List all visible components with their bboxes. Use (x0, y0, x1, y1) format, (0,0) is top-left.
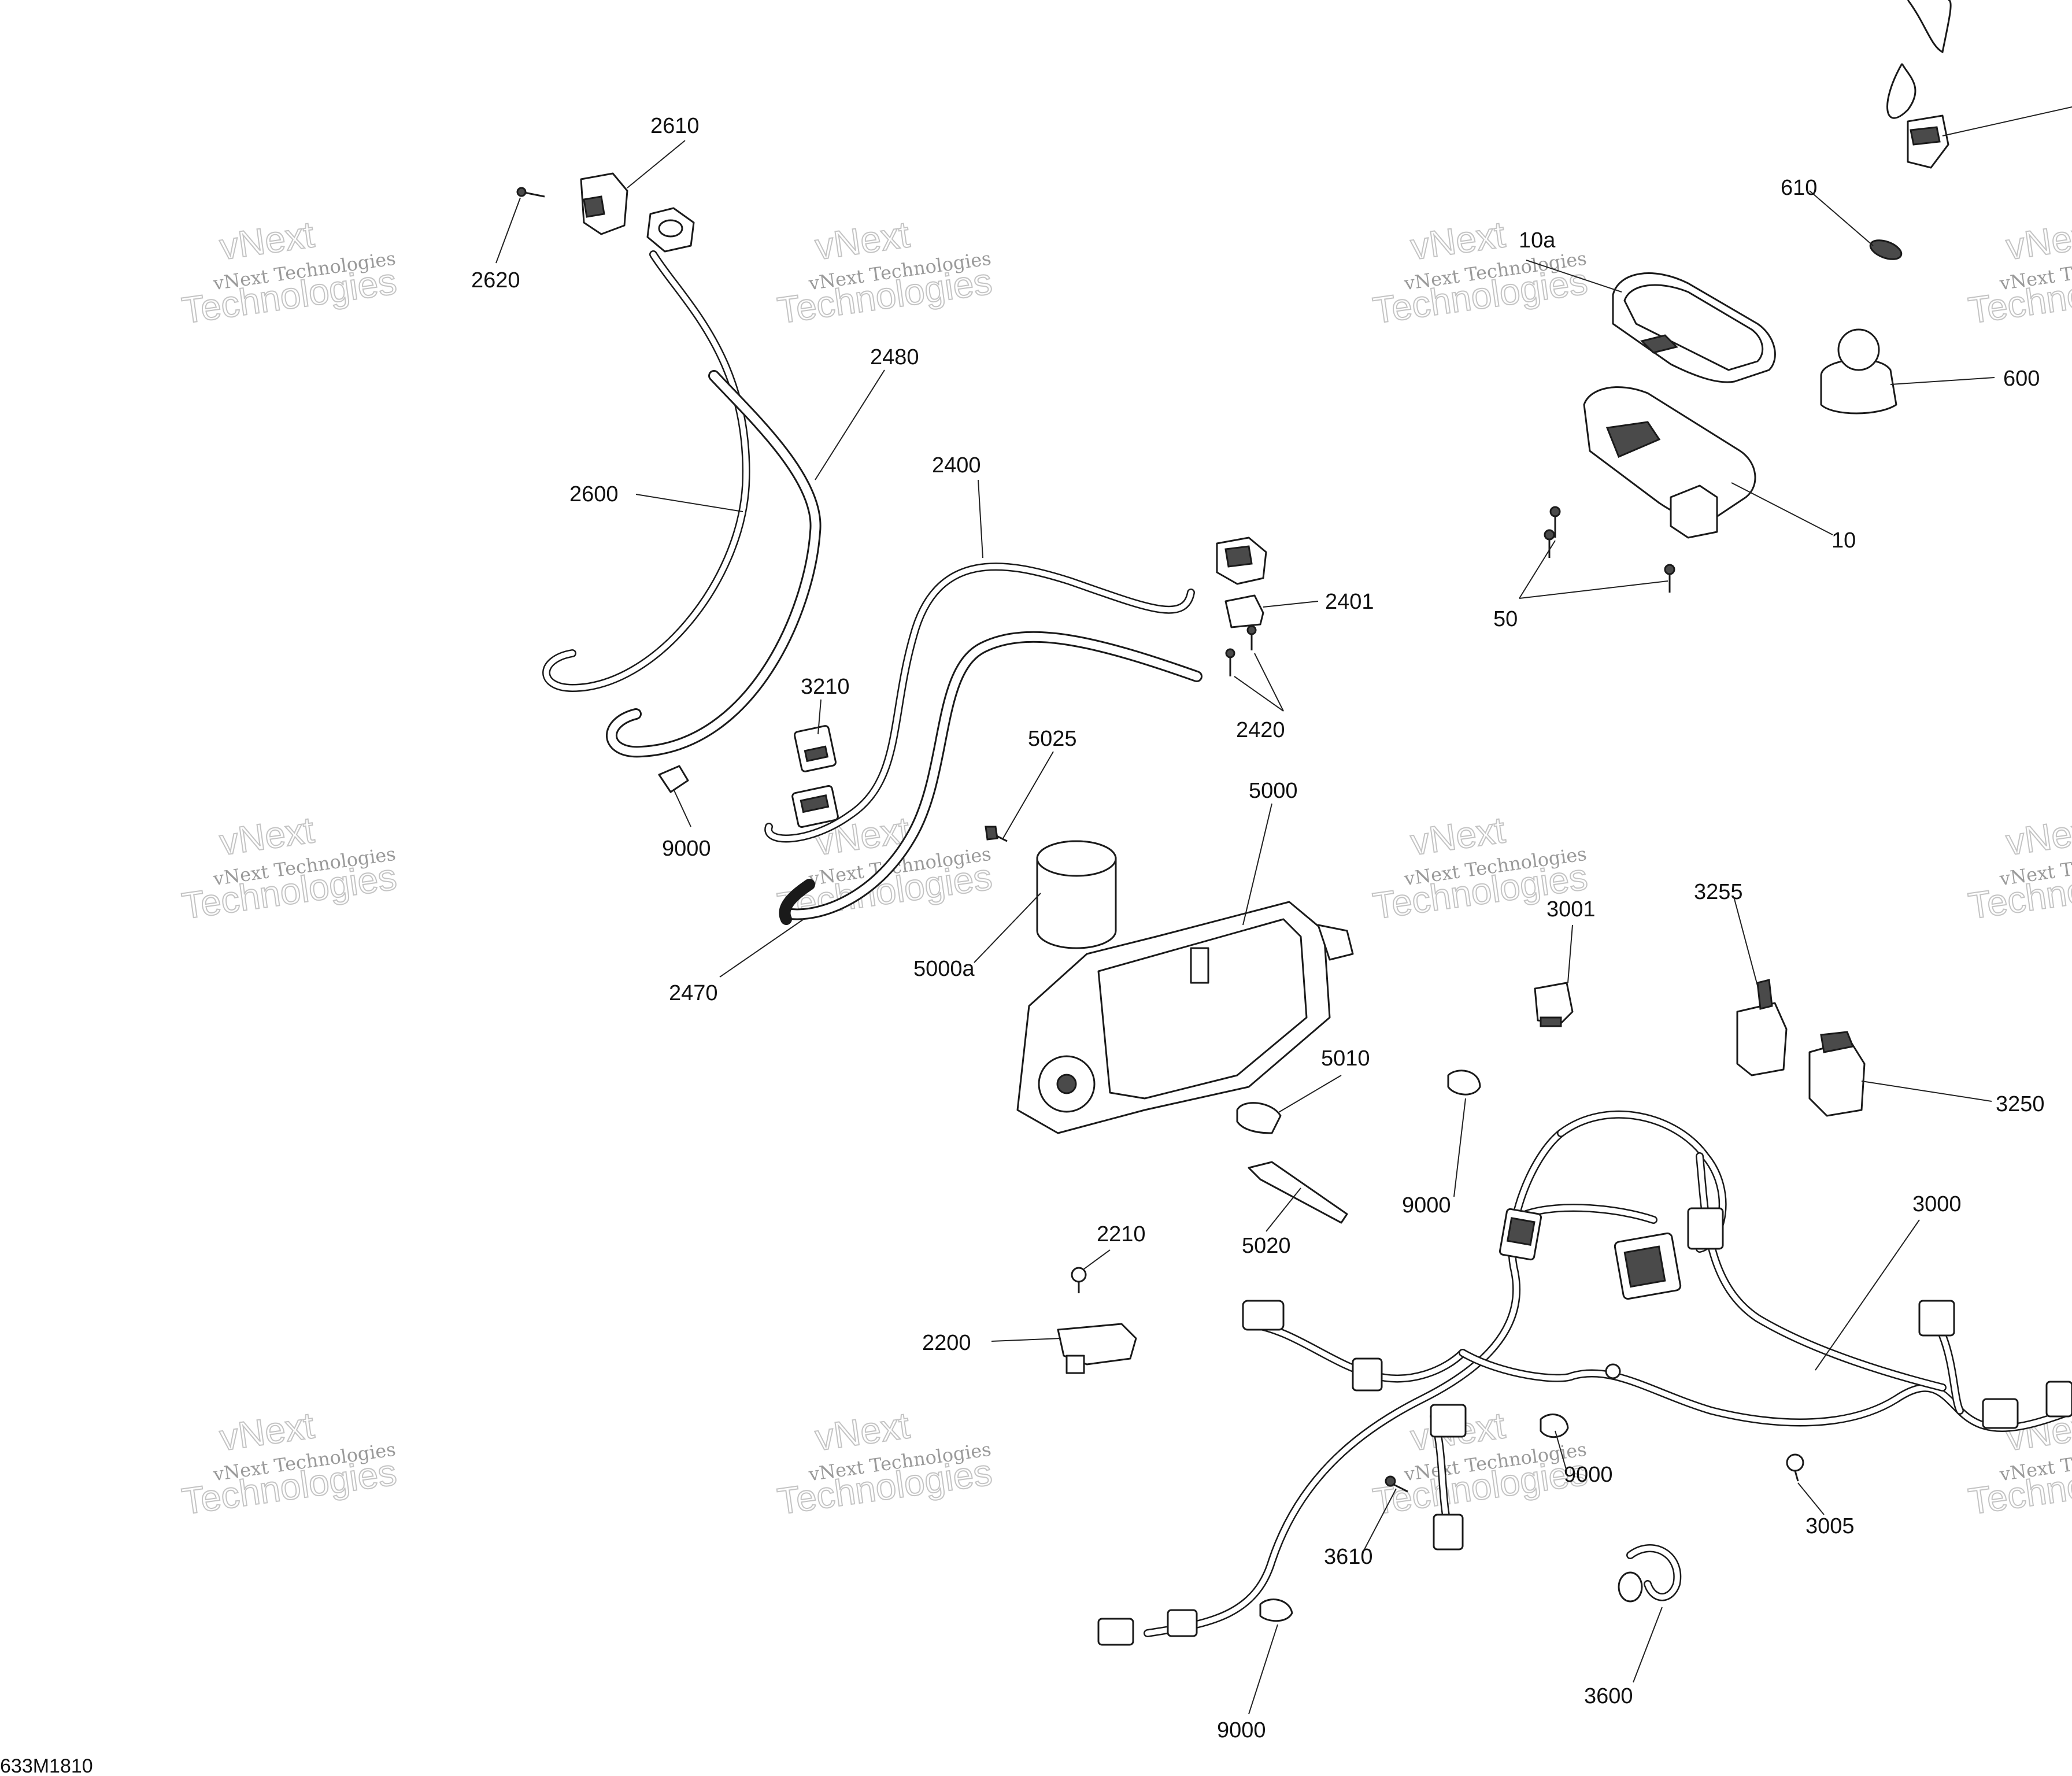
watermark: Technologies vNext Technologies vNext (774, 213, 995, 332)
svg-text:vNext: vNext (217, 809, 317, 863)
part-10a-bezel (1612, 272, 1776, 383)
label-3001: 3001 (1546, 897, 1596, 922)
label-2610: 2610 (650, 114, 700, 138)
label-5000a: 5000a (913, 957, 975, 981)
label-5020: 5020 (1242, 1234, 1291, 1258)
part-3255-switch (1736, 979, 1788, 1076)
watermark: Technologies vNext Technologies vNext (179, 808, 399, 927)
part-3005-nut (1786, 1453, 1804, 1482)
label-2400: 2400 (932, 453, 981, 478)
label-2420: 2420 (1236, 718, 1285, 742)
svg-text:vNext: vNext (813, 213, 912, 268)
part-2420-bolts (1225, 625, 1257, 676)
label-3255: 3255 (1694, 880, 1743, 904)
label-9000-bottom: 9000 (1217, 1718, 1266, 1742)
leader-lines (495, 140, 1995, 1715)
label-3005: 3005 (1805, 1514, 1855, 1538)
part-2400-wire (764, 563, 1195, 843)
svg-text:vNext: vNext (2004, 809, 2072, 863)
label-9000-right: 9000 (1402, 1193, 1451, 1218)
svg-text:vNext: vNext (2004, 213, 2072, 268)
part-3000-harness (1097, 1110, 2072, 1646)
watermark: Technologies vNext Technologies vNext (179, 213, 399, 332)
label-5025: 5025 (1028, 727, 1077, 751)
watermark: Technologies vNext Technologies vNext (1370, 213, 1590, 332)
svg-text:vNext: vNext (813, 1404, 912, 1459)
part-2401-sensor (1216, 536, 1267, 628)
part-9000-clip-harness (1540, 1414, 1569, 1438)
watermark: Technologies vNext Technologies vNext (179, 1404, 399, 1523)
part-9000-clip-bottom (1259, 1599, 1293, 1622)
part-2610-sensor (580, 172, 695, 253)
watermark: Technologies vNext Technologies vNext (1965, 213, 2072, 332)
part-3610-screw (1385, 1475, 1408, 1493)
label-3600: 3600 (1584, 1684, 1633, 1708)
part-9000-clip-right (1447, 1070, 1481, 1096)
label-2480: 2480 (870, 345, 919, 369)
label-5000: 5000 (1249, 779, 1298, 803)
part-610-cap (1869, 239, 1903, 260)
part-5000-module (1016, 901, 1354, 1134)
part-3600-cable (1618, 1544, 1682, 1603)
part-5000a-filter (1036, 840, 1117, 949)
label-5010: 5010 (1321, 1046, 1370, 1071)
label-50: 50 (1493, 607, 1518, 631)
label-3210: 3210 (801, 675, 850, 699)
watermark: Technologies vNext Technologies vNext (1965, 808, 2072, 927)
part-9000-clip-left (658, 765, 689, 793)
part-3001-relay (1534, 982, 1574, 1027)
label-2600: 2600 (569, 482, 619, 506)
svg-text:vNext: vNext (217, 213, 317, 268)
label-9000-left: 9000 (662, 837, 711, 861)
label-2470: 2470 (669, 981, 718, 1005)
drawing-code: 633M1810 (0, 1755, 93, 1776)
part-2480-hose (606, 370, 822, 758)
part-50-screws (1544, 506, 1675, 593)
svg-text:vNext: vNext (1408, 213, 1508, 268)
label-3250: 3250 (1996, 1092, 2045, 1116)
label-10a: 10a (1519, 228, 1556, 253)
part-2600-wire (542, 250, 750, 693)
svg-text:vNext: vNext (1408, 809, 1508, 863)
label-600: 600 (2003, 367, 2040, 391)
part-600-switch (1820, 328, 1897, 415)
label-2210: 2210 (1097, 1222, 1146, 1246)
label-3610: 3610 (1324, 1545, 1373, 1569)
watermark: Technologies vNext Technologies vNext (774, 1404, 995, 1523)
part-safety-lanyard (1886, 0, 2072, 169)
part-10-gauge (1583, 386, 1756, 539)
part-2200-sensor (1057, 1323, 1137, 1374)
label-3000: 3000 (1912, 1192, 1962, 1216)
label-9000-harness: 9000 (1564, 1463, 1613, 1487)
label-2401: 2401 (1325, 590, 1374, 614)
part-5010-clip (1236, 1102, 1282, 1134)
part-labels: 2610 2620 2480 2600 2400 2401 2420 3210 … (471, 114, 2045, 1742)
part-2620-screw (516, 187, 545, 198)
part-3250-switch (1808, 1031, 1866, 1117)
label-610: 610 (1781, 176, 1817, 200)
label-2200: 2200 (922, 1331, 971, 1355)
part-2210-screw (1071, 1267, 1087, 1293)
part-5025-bolt (985, 826, 1008, 842)
label-2620: 2620 (471, 268, 520, 293)
part-3210-connectors (791, 725, 839, 828)
svg-text:vNext: vNext (217, 1404, 317, 1459)
label-10: 10 (1832, 528, 1856, 553)
part-2470-hose (779, 631, 1202, 925)
